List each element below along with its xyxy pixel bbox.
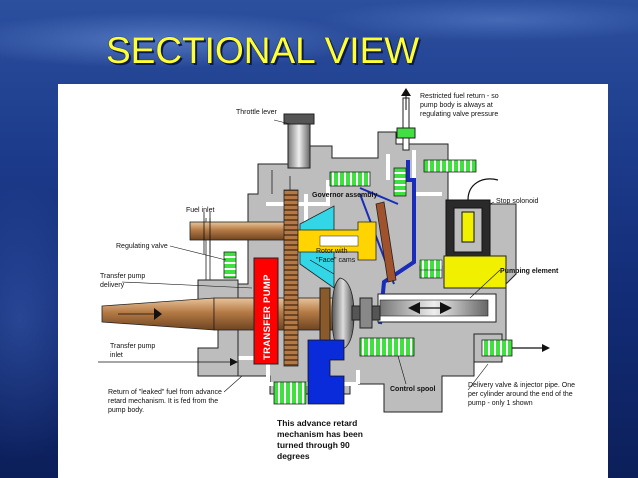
cam-roller [359, 297, 373, 329]
leader-transfer-delivery [121, 281, 253, 289]
solenoid-plunger [461, 211, 475, 243]
top-right-spring [423, 159, 477, 173]
transfer-inlet-arrow-icon [230, 358, 238, 366]
label-return-leaked: Return of "leaked" fuel from advance ret… [108, 389, 222, 414]
flow-arrow-icon [408, 302, 452, 314]
label-throttle-lever: Throttle lever [236, 109, 277, 116]
label-transfer-pump-inlet: Transfer pump inlet [110, 343, 156, 359]
leader-delivery-valve [467, 363, 489, 391]
element-return-spring [419, 259, 443, 271]
label-pumping-element: Pumping element [500, 268, 559, 275]
advance-retard-note: This advance retard mechanism has been t… [277, 418, 363, 461]
governor-lever [375, 201, 397, 283]
label-fuel-inlet: Fuel inlet [186, 207, 215, 214]
leader-return-leaked [223, 375, 243, 393]
label-governor-assembly: Governor assembly [312, 192, 378, 199]
leader-pumping-element [469, 269, 501, 299]
label-restricted-return: Restricted fuel return - so pump body is… [420, 93, 499, 118]
label-stop-solenoid: Stop solonoid [496, 198, 539, 205]
label-regulating-valve: Regulating valve [116, 243, 168, 250]
solenoid-wire [467, 178, 499, 201]
diagram-panel: TRANSFER PUMP Throttle lever Restricted … [58, 84, 608, 478]
label-transfer-pump-delivery: Transfer pump delivery [100, 273, 146, 289]
leader-control-spool [397, 355, 407, 385]
advance-spring [273, 381, 307, 405]
throttle-cap [283, 113, 315, 125]
throttle-spring [393, 167, 407, 197]
governor-drive-shaft [189, 221, 289, 241]
governor-gear [283, 189, 299, 367]
leader-regulating-valve [169, 245, 227, 261]
transfer-pump [253, 257, 279, 365]
throttle-leader [273, 119, 291, 125]
throttle-shaft [287, 117, 311, 169]
governor-sleeve-inner [319, 235, 359, 247]
injector-arrow-icon [542, 344, 550, 352]
pumping-element [443, 255, 507, 289]
control-rod [378, 160, 416, 325]
control-spool-spring [359, 337, 415, 357]
advance-piston [307, 339, 345, 405]
delivery-valve-spring [481, 339, 513, 357]
return-fitting [396, 127, 416, 139]
regulating-valve-spring [223, 251, 237, 279]
face-cam-plate [331, 277, 355, 351]
transfer-pump-text: TRANSFER PUMP [262, 274, 273, 360]
label-control-spool: Control spool [390, 386, 436, 393]
return-arrow-icon [401, 88, 411, 96]
pump-diagram: TRANSFER PUMP [98, 88, 550, 413]
leader-rotor [309, 259, 335, 275]
slide-title: SECTIONAL VIEW [106, 30, 420, 71]
drive-arrow-icon [154, 308, 162, 320]
governor-spring [329, 171, 371, 187]
label-delivery-valve: Delivery valve & injector pipe. One per … [468, 382, 575, 407]
solenoid-leader [489, 201, 495, 205]
label-rotor-cams: Rotor with "Face" cams [316, 248, 356, 264]
